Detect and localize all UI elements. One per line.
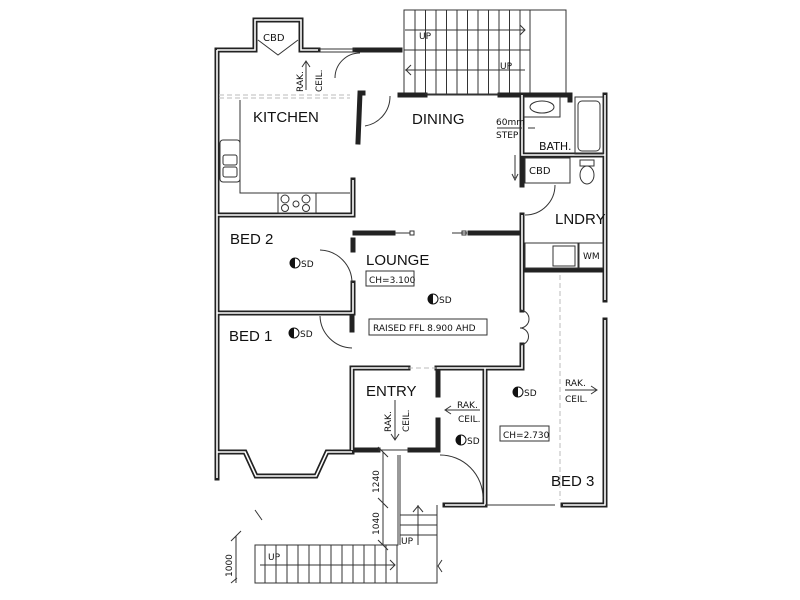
- cbd-chevron: [257, 39, 299, 56]
- room-label-lounge: LOUNGE: [366, 252, 429, 269]
- ceil-label: CEIL.: [565, 395, 588, 405]
- smoke-detectors: SD SD SD SD SD: [288, 257, 537, 447]
- raised-ffl-box: [368, 318, 488, 336]
- rak-label: RAK.: [296, 71, 306, 92]
- dimension-lines: [230, 446, 389, 584]
- dimension-1040: 1040: [372, 512, 382, 535]
- smoke-detector-label: SD: [467, 437, 480, 447]
- windows: [219, 48, 561, 506]
- wm-label: WM: [583, 252, 600, 262]
- cbd-laundry-label: CBD: [529, 166, 551, 177]
- dimension-1000: 1000: [225, 554, 235, 577]
- rak-label: RAK.: [565, 379, 586, 389]
- lower-stairs: [254, 455, 443, 584]
- rak-label: RAK.: [384, 411, 394, 432]
- bed3-ceiling-height: CH=2.730: [503, 431, 550, 441]
- washing-machine-icon: [578, 242, 604, 269]
- up-label: UP: [419, 32, 432, 42]
- up-label: UP: [401, 537, 414, 547]
- up-label: UP: [500, 62, 513, 72]
- cooktop-icon: [277, 192, 317, 214]
- up-label: UP: [268, 553, 281, 563]
- ceil-label: CEIL.: [458, 415, 481, 425]
- room-label-bed1: BED 1: [229, 328, 272, 345]
- room-label-bath: BATH.: [539, 140, 572, 153]
- smoke-detector-icon: SD: [288, 327, 313, 340]
- top-stairs: [403, 9, 567, 96]
- room-label-dining: DINING: [412, 111, 465, 128]
- toilet-icon: [579, 159, 595, 167]
- room-label-kitchen: KITCHEN: [253, 109, 319, 126]
- ceil-label: CEIL.: [315, 70, 325, 93]
- cbd-kitchen-label: CBD: [263, 33, 285, 44]
- smoke-detector-label: SD: [524, 389, 537, 399]
- bathtub-icon: [574, 96, 604, 155]
- fixtures: [219, 96, 604, 269]
- bed3-ch-box: [499, 425, 550, 442]
- dimension-1240: 1240: [372, 470, 382, 493]
- smoke-detector-label: SD: [439, 296, 452, 306]
- smoke-detector-icon: SD: [455, 434, 480, 447]
- raked-ceiling-arrows: [301, 60, 598, 441]
- lounge-ch-box: [365, 270, 415, 287]
- lounge-ceiling-height: CH=3.100: [369, 276, 416, 286]
- laundry-tub-icon: [524, 242, 579, 269]
- room-label-lndry: LNDRY: [555, 211, 606, 228]
- room-label-bed3: BED 3: [551, 473, 594, 490]
- basin-icon: [523, 96, 561, 118]
- rak-label: RAK.: [457, 401, 478, 411]
- room-label-entry: ENTRY: [366, 383, 417, 400]
- doors: [319, 52, 556, 499]
- step-label-top: 60mm: [496, 118, 525, 128]
- wall-inner-lines: [216, 19, 606, 506]
- smoke-detector-icon: SD: [512, 386, 537, 399]
- raised-ffl-label: RAISED FFL 8.900 AHD: [373, 324, 476, 334]
- smoke-detector-icon: SD: [427, 293, 452, 306]
- ceil-label: CEIL.: [402, 410, 412, 433]
- smoke-detector-icon: SD: [289, 257, 314, 270]
- step-label-bottom: STEP: [496, 131, 519, 141]
- room-label-bed2: BED 2: [230, 231, 273, 248]
- smoke-detector-label: SD: [300, 330, 313, 340]
- smoke-detector-label: SD: [301, 260, 314, 270]
